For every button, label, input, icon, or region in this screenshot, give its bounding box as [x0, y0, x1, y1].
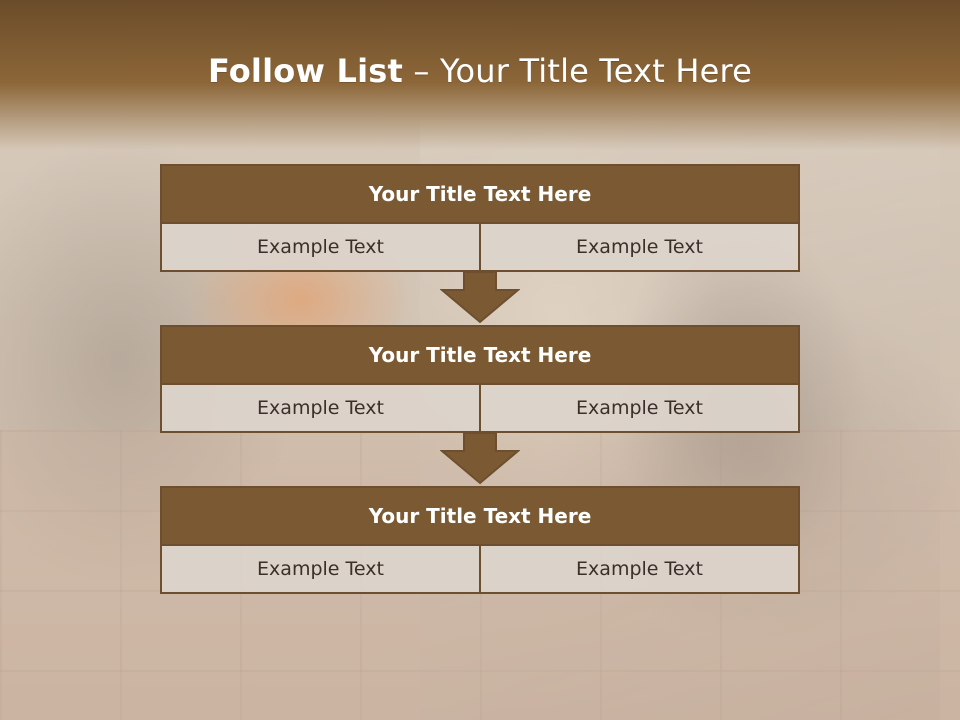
block-title-2[interactable]: Your Title Text Here [162, 327, 798, 385]
slide-title-rest: – Your Title Text Here [403, 52, 753, 90]
title-band [0, 0, 960, 150]
block-3-left-cell[interactable]: Example Text [162, 546, 479, 592]
list-block-3: Your Title Text Here Example Text Exampl… [160, 486, 800, 594]
slide-title: Follow List – Your Title Text Here [0, 52, 960, 90]
block-row-2: Example Text Example Text [162, 385, 798, 431]
block-row-3: Example Text Example Text [162, 546, 798, 592]
slide-title-bold: Follow List [207, 52, 404, 90]
block-2-right-cell[interactable]: Example Text [479, 385, 798, 431]
down-arrow-icon [440, 433, 520, 485]
list-block-2: Your Title Text Here Example Text Exampl… [160, 325, 800, 433]
block-row-1: Example Text Example Text [162, 224, 798, 270]
block-3-right-cell[interactable]: Example Text [479, 546, 798, 592]
block-1-right-cell[interactable]: Example Text [479, 224, 798, 270]
down-arrow-icon [440, 272, 520, 324]
block-title-1[interactable]: Your Title Text Here [162, 166, 798, 224]
block-1-left-cell[interactable]: Example Text [162, 224, 479, 270]
block-title-3[interactable]: Your Title Text Here [162, 488, 798, 546]
list-block-1: Your Title Text Here Example Text Exampl… [160, 164, 800, 272]
block-2-left-cell[interactable]: Example Text [162, 385, 479, 431]
